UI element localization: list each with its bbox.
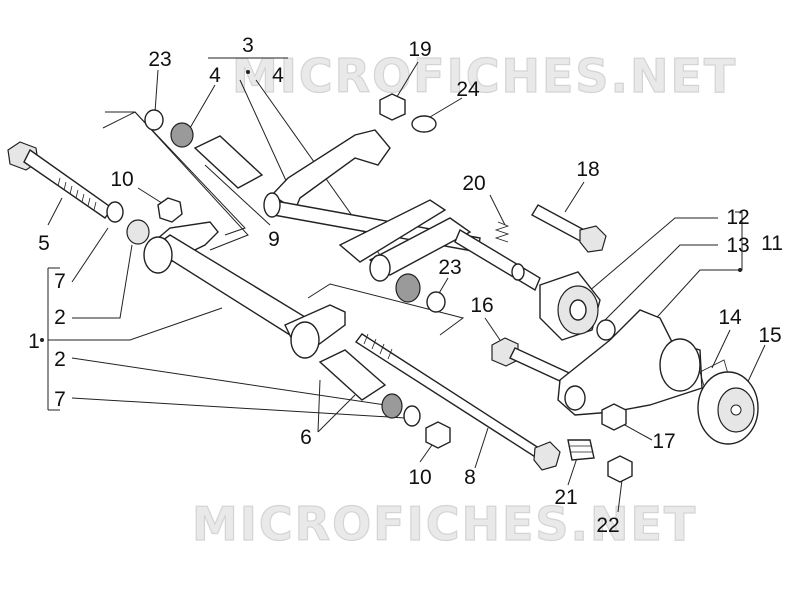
cap-23-mid: [426, 291, 446, 313]
bushing-2-left: [126, 219, 150, 245]
callout-10-bottom: 10: [408, 466, 431, 489]
watermark-bottom: MICROFICHES.NET: [192, 497, 697, 551]
nut-19: [379, 93, 406, 121]
sleeve-9: [193, 135, 264, 189]
bushing-4-mid: [395, 273, 421, 303]
callout-21: 21: [554, 486, 577, 509]
bolt-5: [7, 141, 113, 219]
washer-7-lower: [403, 405, 421, 427]
damper-15: [697, 371, 759, 445]
callout-7-lower: 7: [54, 388, 66, 411]
nut-22: [607, 455, 633, 483]
callout-23-top: 23: [148, 48, 171, 71]
callout-16: 16: [470, 294, 493, 317]
callout-14: 14: [718, 306, 742, 329]
bolt-18: [531, 204, 607, 253]
nut-10-upper: [157, 197, 183, 223]
callout-15: 15: [758, 324, 781, 347]
link-3: [263, 129, 481, 282]
bushing-2-lower: [381, 393, 403, 419]
callout-18: 18: [576, 158, 599, 181]
swing-arm-1: [143, 221, 346, 359]
callout-24: 24: [456, 78, 480, 101]
cap-23-upper: [144, 109, 164, 131]
watermark-top: MICROFICHES.NET: [232, 49, 737, 103]
nut-17: [601, 403, 627, 431]
bushing-13: [596, 319, 616, 341]
washer-7-left: [106, 201, 124, 223]
callout-22: 22: [596, 514, 619, 537]
bracket-11: [557, 309, 703, 416]
callout-7-upper: 7: [54, 270, 66, 293]
callout-4-left: 4: [209, 64, 221, 87]
callout-20: 20: [462, 172, 485, 195]
callout-23-mid: 23: [438, 256, 461, 279]
callout-3: 3: [242, 34, 254, 57]
callout-2-upper: 2: [54, 306, 66, 329]
callout-4-right: 4: [272, 64, 284, 87]
callout-5: 5: [38, 232, 50, 255]
bolt-8: [354, 333, 561, 471]
nut-10-lower: [425, 421, 451, 449]
callout-6: 6: [300, 426, 312, 449]
spring-20: [494, 221, 510, 243]
callout-9: 9: [268, 228, 280, 251]
callout-17: 17: [652, 430, 675, 453]
callout-2-lower: 2: [54, 348, 66, 371]
callout-labels: 3 4 4 23 19 24 10 20 18 5 9 12 13 11 23 …: [28, 34, 783, 537]
bolt-21: [567, 439, 595, 461]
callout-8: 8: [464, 466, 476, 489]
callout-10-top: 10: [110, 168, 133, 191]
sleeve-6: [318, 349, 387, 401]
silent-block-12: [511, 263, 601, 341]
callout-19: 19: [408, 38, 431, 61]
callout-12: 12: [726, 206, 749, 229]
callout-13: 13: [726, 234, 749, 257]
shaft: [454, 228, 541, 292]
bushing-4-upper: [170, 122, 194, 148]
washer-24: [411, 115, 437, 133]
callout-1: 1: [28, 330, 40, 353]
callout-11: 11: [761, 232, 783, 255]
